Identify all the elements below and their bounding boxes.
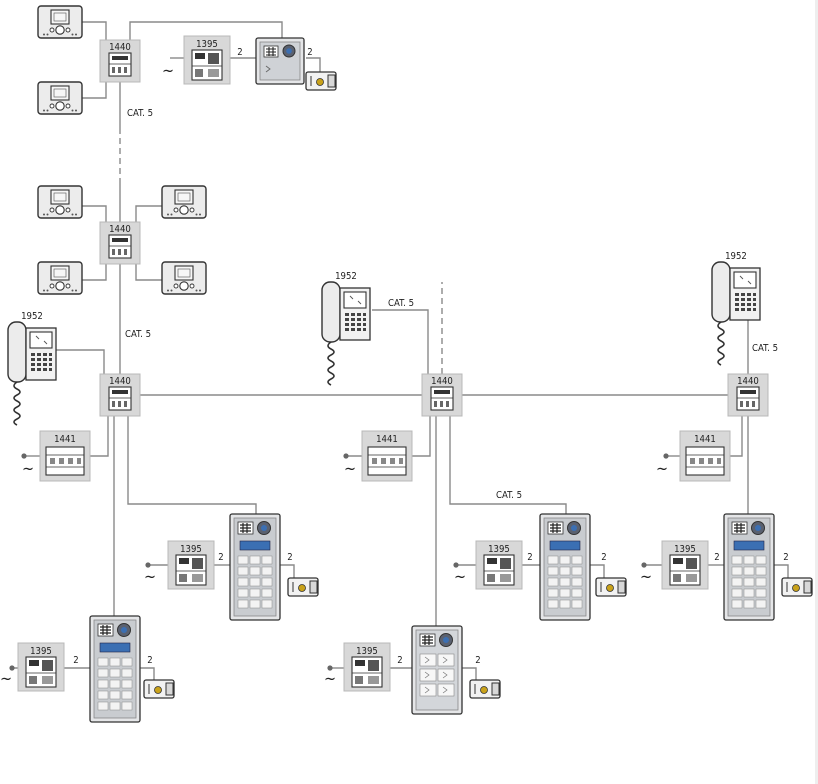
outdoor-entrance-panel-icon	[255, 37, 305, 85]
cable-type-label: CAT. 5	[388, 298, 414, 309]
cable-type-label: CAT. 5	[752, 343, 778, 354]
video-monitor-icon	[37, 185, 83, 219]
handset-videophone-1952-icon	[321, 281, 371, 386]
power-supply-label: 1395	[488, 544, 510, 555]
mains-symbol: ~	[656, 459, 668, 478]
distributor-label: 1440	[431, 376, 453, 387]
wire-count-label: 2	[527, 552, 532, 563]
power-supply-label: 1395	[30, 646, 52, 657]
handset-phone-label: 1952	[335, 271, 357, 282]
handset-videophone-1952-icon	[7, 321, 57, 426]
cable-type-label: CAT. 5	[496, 490, 522, 501]
mains-terminals	[9, 453, 669, 671]
distributor-label: 1440	[109, 224, 131, 235]
distributor-label: 1440	[109, 376, 131, 387]
wire-count-label: 2	[237, 47, 242, 58]
mains-symbol: ~	[144, 567, 156, 586]
mains-symbol: ~	[22, 459, 34, 478]
video-monitor-icon	[37, 5, 83, 39]
power-module-label: 1441	[376, 434, 398, 445]
video-monitor-icon	[37, 261, 83, 295]
outdoor-entrance-panel-icon	[411, 625, 463, 715]
wire-count-label: 2	[714, 552, 719, 563]
wire-count-label: 2	[783, 552, 788, 563]
outdoor-entrance-panel-icon	[89, 615, 141, 723]
cable-type-label: CAT. 5	[127, 108, 153, 119]
electric-lock-icon	[469, 679, 501, 699]
wire-count-label: 2	[287, 552, 292, 563]
power-supply-label: 1395	[674, 544, 696, 555]
power-supply-label: 1395	[196, 39, 218, 50]
wire-count-label: 2	[397, 655, 402, 666]
wire-count-label: 2	[218, 552, 223, 563]
power-module-label: 1441	[694, 434, 716, 445]
mains-symbol: ~	[324, 669, 336, 688]
outdoor-entrance-panel-icon	[229, 513, 281, 621]
electric-lock-icon	[143, 679, 175, 699]
handset-phone-label: 1952	[21, 311, 43, 322]
wire-count-label: 2	[147, 655, 152, 666]
wire-count-label: 2	[307, 47, 312, 58]
mains-symbol: ~	[344, 459, 356, 478]
mains-symbol: ~	[0, 669, 12, 688]
power-module-label: 1441	[54, 434, 76, 445]
video-monitor-icon	[37, 81, 83, 115]
page-edge-strip	[815, 0, 818, 784]
cable-type-label: CAT. 5	[125, 329, 151, 340]
electric-lock-icon	[287, 577, 319, 597]
wire-count-label: 2	[73, 655, 78, 666]
electric-lock-icon	[781, 577, 813, 597]
video-monitor-icon	[161, 261, 207, 295]
outdoor-entrance-panel-icon	[539, 513, 591, 621]
power-supply-label: 1395	[356, 646, 378, 657]
mains-symbol: ~	[162, 61, 174, 80]
wire-count-label: 2	[475, 655, 480, 666]
distributor-label: 1440	[109, 42, 131, 53]
distributor-label: 1440	[737, 376, 759, 387]
power-supply-label: 1395	[180, 544, 202, 555]
wire-count-label: 2	[601, 552, 606, 563]
handset-phone-label: 1952	[725, 251, 747, 262]
video-monitor-icon	[161, 185, 207, 219]
electric-lock-icon	[305, 71, 337, 91]
outdoor-entrance-panel-icon	[723, 513, 775, 621]
electric-lock-icon	[595, 577, 627, 597]
mains-symbol: ~	[454, 567, 466, 586]
mains-symbol: ~	[640, 567, 652, 586]
